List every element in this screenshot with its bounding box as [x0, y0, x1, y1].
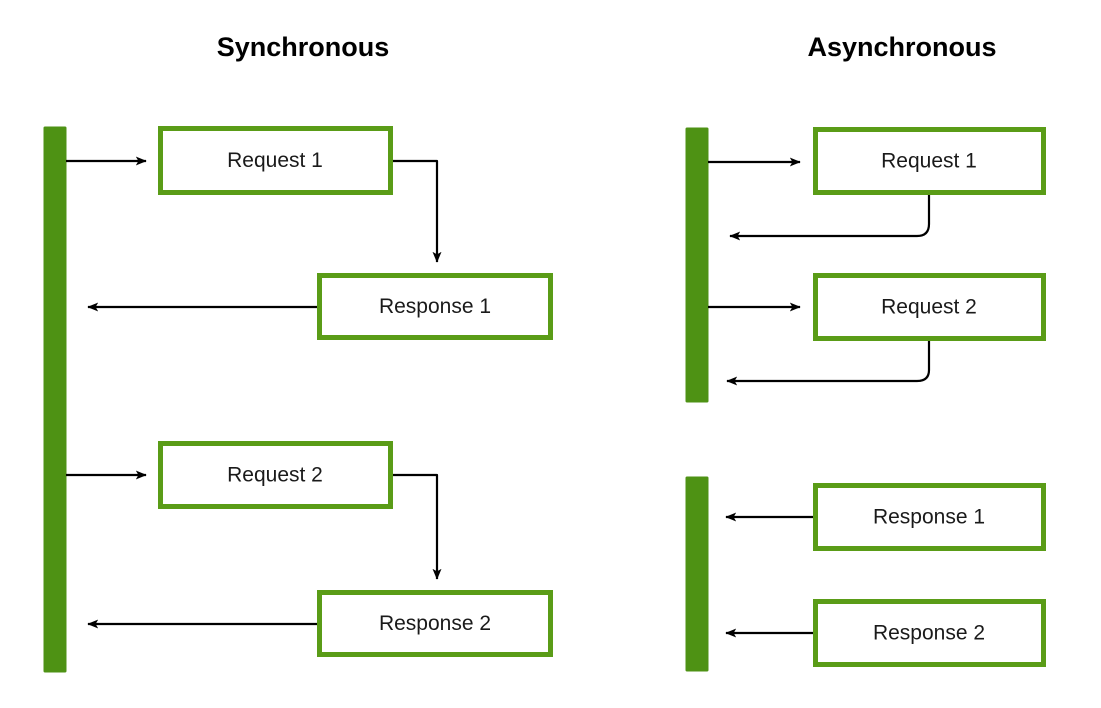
flow-async-request-2-to-lifeline — [726, 341, 931, 386]
asynchronous-lifeline-upper — [685, 127, 709, 403]
asynchronous-lifeline-lower — [685, 476, 709, 672]
async-request-1-box[interactable] — [813, 127, 1046, 195]
async-response-1-label: Response 1 — [873, 506, 985, 529]
async-request-2-box[interactable] — [813, 273, 1046, 341]
sync-response-2-box[interactable] — [317, 590, 553, 657]
sync-request-2-box[interactable] — [158, 441, 393, 509]
flow-sync-request-2-to-response-2 — [393, 473, 442, 580]
flow-sync-request-1-to-response-1 — [393, 159, 442, 263]
sync-response-1-label: Response 1 — [379, 295, 491, 318]
async-request-2-label: Request 2 — [881, 296, 977, 319]
async-response-1-box[interactable] — [813, 483, 1046, 551]
async-response-2-box[interactable] — [813, 599, 1046, 667]
synchronous-lifeline — [43, 126, 67, 673]
synchronous-column-title: Synchronous — [217, 32, 390, 62]
flow-async-request-1-to-lifeline — [729, 195, 931, 241]
sync-request-1-box[interactable] — [158, 126, 393, 195]
async-response-2-label: Response 2 — [873, 622, 985, 645]
sync-response-1-box[interactable] — [317, 273, 553, 340]
async-request-1-label: Request 1 — [881, 150, 977, 173]
sync-request-2-label: Request 2 — [227, 464, 323, 487]
sync-request-1-label: Request 1 — [227, 149, 323, 172]
asynchronous-column-title: Asynchronous — [807, 32, 996, 62]
sync-response-2-label: Response 2 — [379, 612, 491, 635]
